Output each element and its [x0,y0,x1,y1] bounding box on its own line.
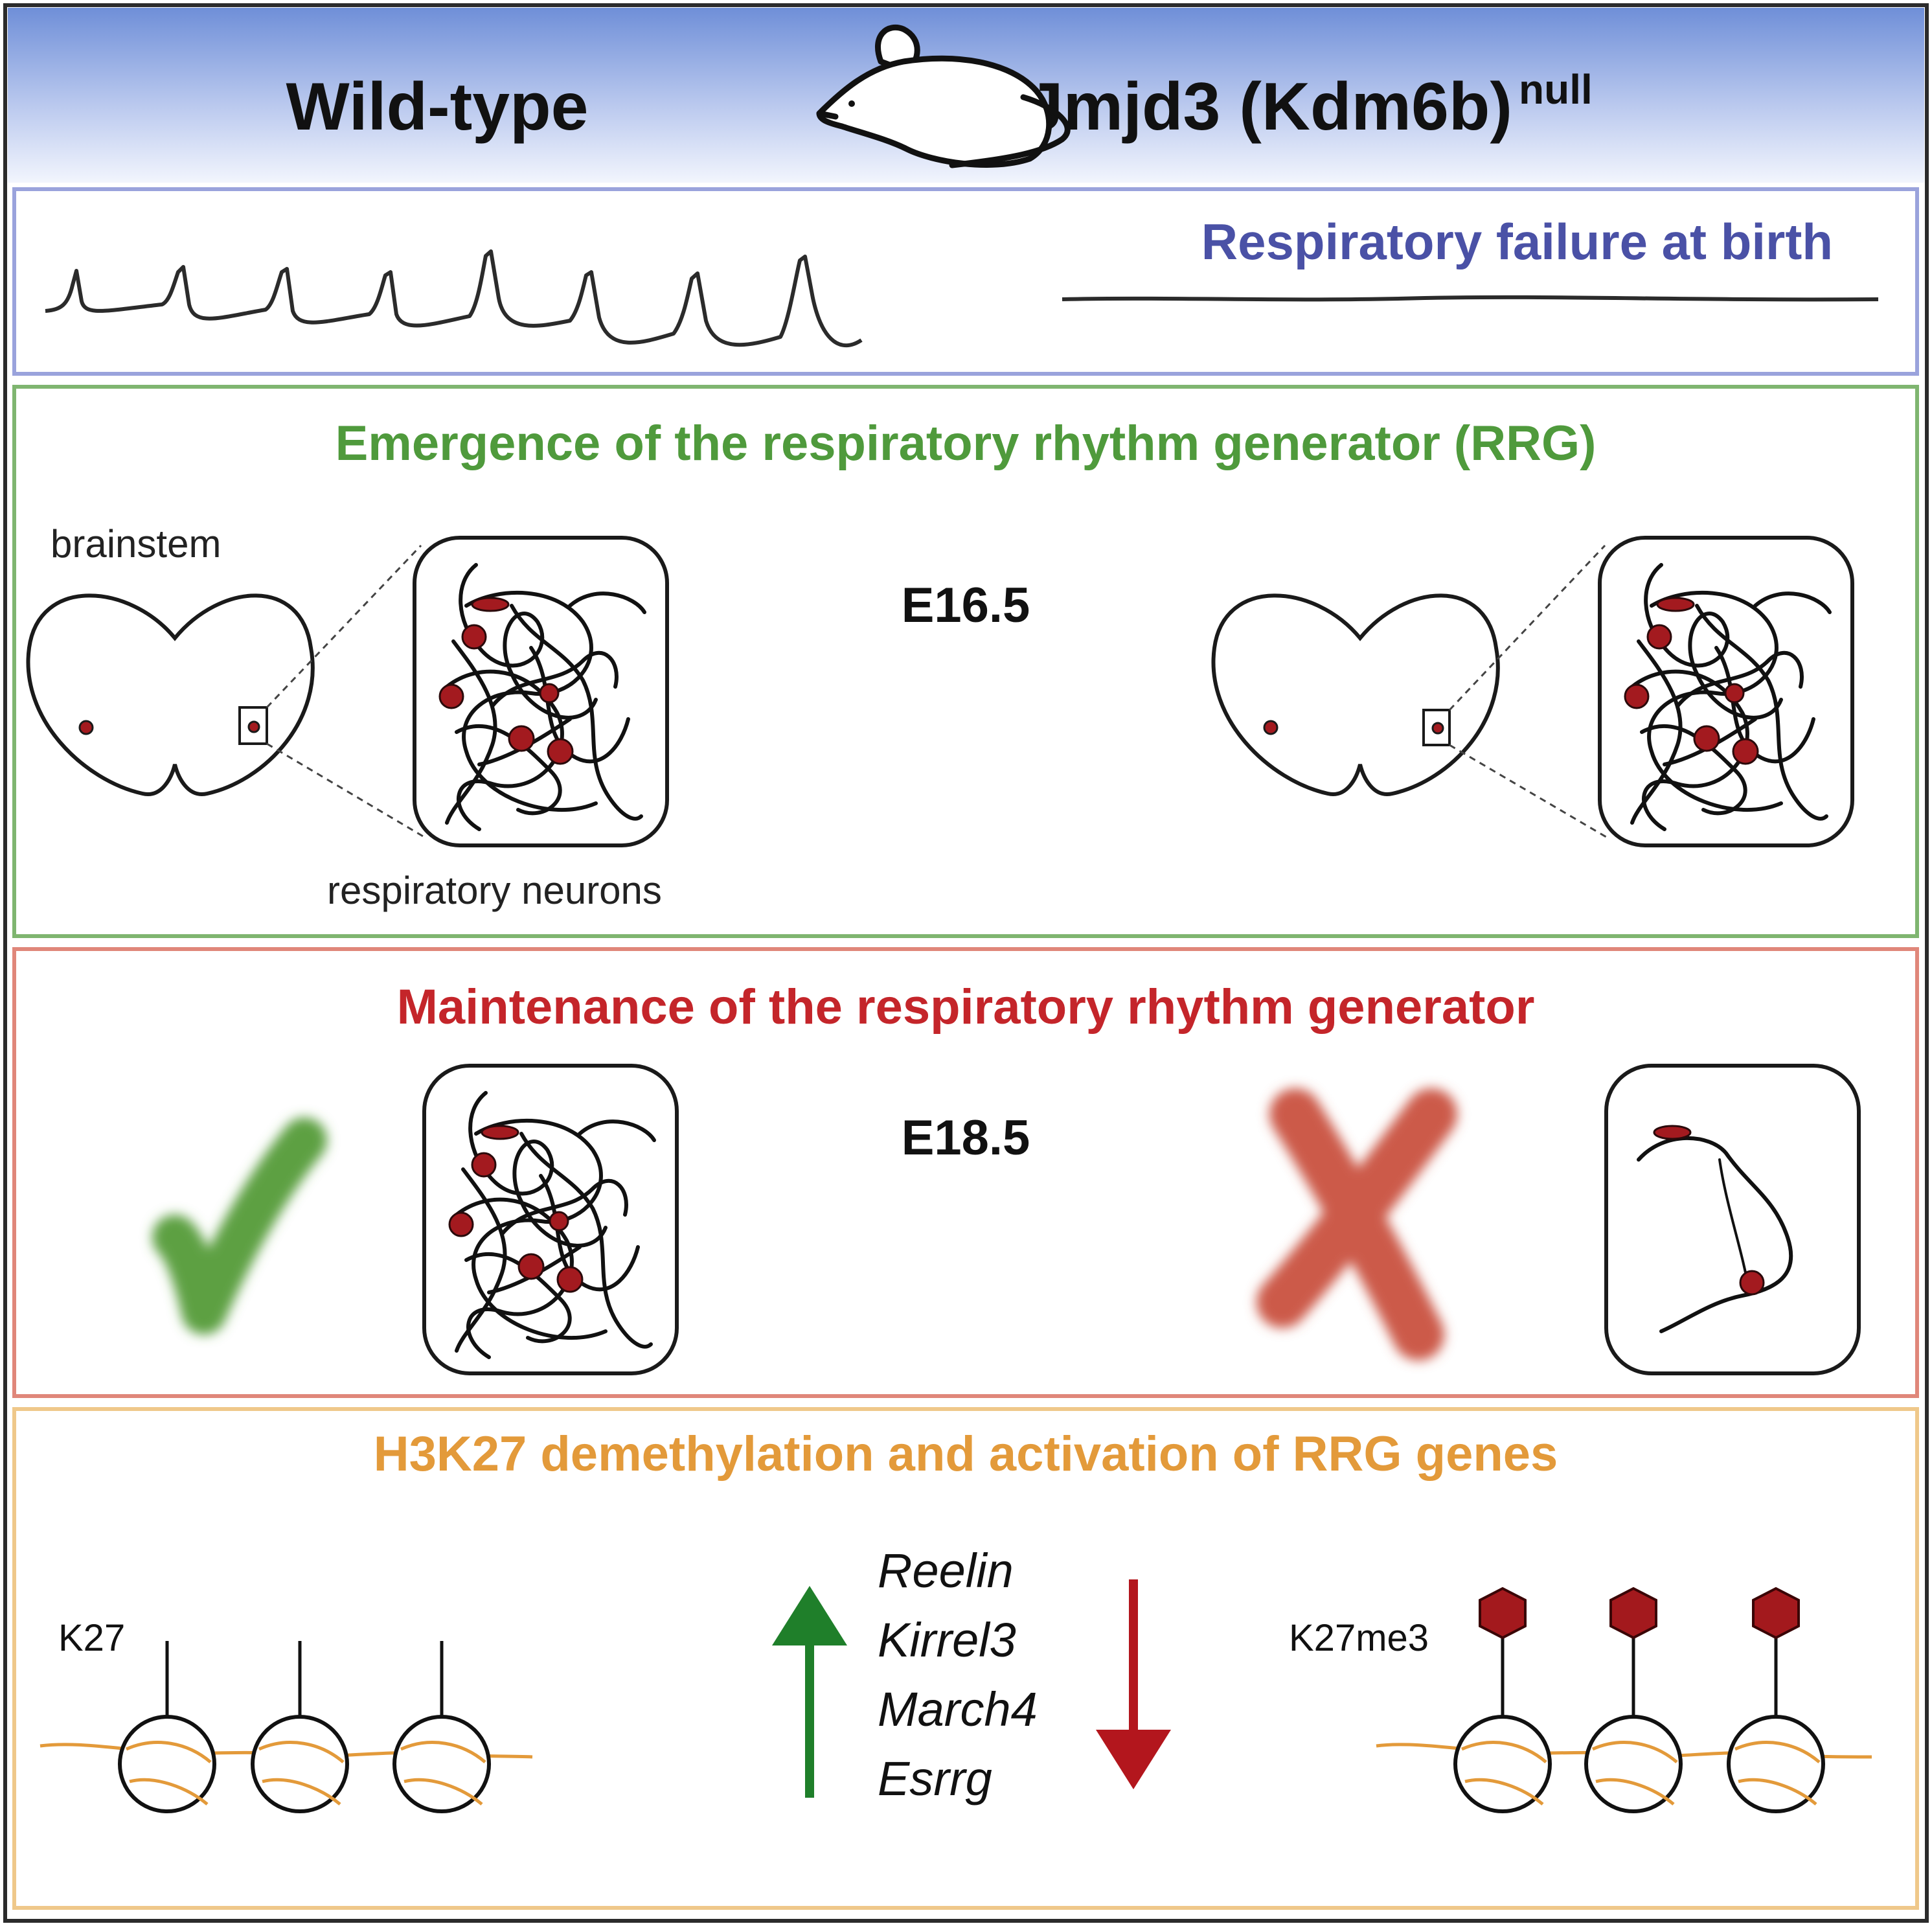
methyl-group-icon [1609,1587,1657,1640]
gene-label: March4 [878,1682,1038,1736]
methyl-group-icon [1479,1587,1527,1640]
neuron-network-null-e16 [1598,536,1854,847]
panel-maintenance: Maintenance of the respiratory rhythm ge… [12,947,1919,1398]
up-arrow-icon [772,1586,847,1798]
neuron-network-null-e18 [1604,1064,1861,1375]
down-arrow-icon [1096,1579,1171,1789]
breathing-trace-wild-type [45,249,863,348]
stage-e18-5: E18.5 [902,1110,1030,1165]
mouse-icon [816,24,1071,168]
histone-tail [165,1641,444,1717]
panel-respiratory-trace: Respiratory failure at birth [12,187,1919,376]
stage-e16-5: E16.5 [902,578,1030,633]
neuron-cluster-right [247,720,260,733]
brainstem-section-wild-type [26,544,425,838]
nucleosome [1727,1715,1825,1813]
nucleosomes-wild-type: K27 [40,1617,533,1813]
neuron-network-wild-type-e16 [413,536,669,847]
gene-list: Reelin Kirrel3 March4 Esrrg [878,1544,1038,1806]
panel-emergence: Emergence of the respiratory rhythm gene… [12,385,1919,938]
nucleosomes-null: K27me3 [1289,1587,1872,1813]
nucleosome [1584,1715,1683,1813]
gene-label: Reelin [878,1544,1014,1598]
methyl-group-icon [1752,1587,1800,1640]
zoom-box [238,706,268,745]
panel-h3k27: H3K27 demethylation and activation of RR… [12,1407,1919,1910]
nucleosome [251,1715,349,1813]
k27-label: K27 [58,1617,125,1659]
respiratory-neurons-label: respiratory neurons [327,869,662,912]
header-right-title: Jmjd3 (Kdm6b) [1026,69,1512,144]
gene-label: Esrrg [878,1752,992,1806]
brainstem-label: brainstem [51,522,221,566]
panel-h3k27-border [12,1407,1919,1910]
k27me3-label: K27me3 [1289,1617,1429,1659]
zoom-box-null [1422,709,1451,746]
nucleosome [118,1715,216,1813]
brainstem-section-null [1211,544,1607,838]
neuron-cluster-right-null [1431,722,1444,735]
gene-label: Kirrel3 [878,1613,1016,1667]
header-left-title: Wild-type [286,69,588,144]
neuron-network-wild-type-e18 [422,1064,679,1375]
header: Wild-type Jmjd3 (Kdm6b) null [8,8,1924,183]
panel-trace-border [12,187,1919,376]
flat-trace-null [1062,295,1879,302]
panel-maintenance-title: Maintenance of the respiratory rhythm ge… [397,980,1535,1035]
panel-trace-label: Respiratory failure at birth [1201,213,1833,270]
nucleosome [1453,1715,1552,1813]
neuron-cluster-left-null [1263,720,1279,735]
panel-h3k27-title: H3K27 demethylation and activation of RR… [374,1427,1558,1482]
panel-maintenance-border [12,947,1919,1398]
check-mark-icon [152,1118,327,1335]
panel-emergence-title: Emergence of the respiratory rhythm gene… [335,416,1597,471]
header-right-title-superscript: null [1519,66,1593,113]
neuron-cluster-left [78,720,94,735]
nucleosome [392,1715,491,1813]
cross-mark-icon [1256,1088,1457,1360]
